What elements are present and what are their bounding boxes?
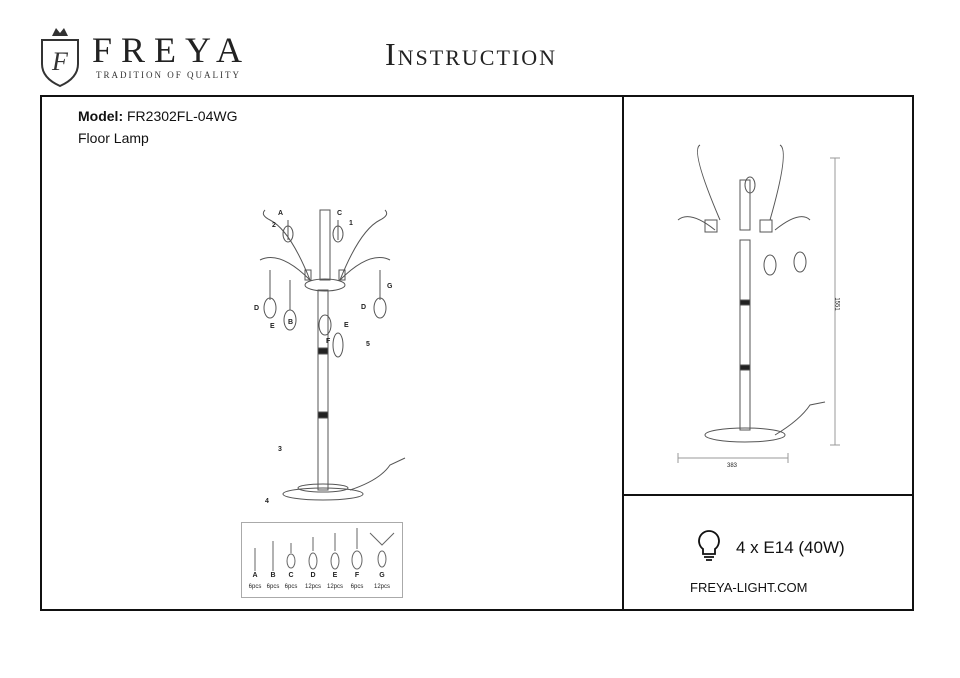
part-id: G <box>379 572 385 579</box>
parts-list: A 6pcs B 6pcs C 6pcs D 12pcs E 12pcs F 6pcs G 12pcs <box>241 522 403 598</box>
diagram-label: 4 <box>265 498 269 505</box>
light-bulb-icon <box>698 530 720 561</box>
model-label: Model: <box>78 108 124 124</box>
diagram-label: D <box>361 304 367 311</box>
part-id: D <box>310 572 316 579</box>
height-dimension: 1551 <box>833 297 840 311</box>
bulb-spec: 4 x E14 (40W) <box>736 538 845 557</box>
brand-name: FREYA <box>92 30 252 70</box>
freya-shield-logo: F <box>41 28 79 88</box>
diagram-label: 2 <box>272 222 276 229</box>
part-id: F <box>354 572 360 579</box>
part-id: B <box>270 572 276 579</box>
page-title: Instruction <box>385 36 557 72</box>
width-dimension: 383 <box>727 463 738 469</box>
part-id: A <box>252 572 258 579</box>
part-quantity: 12pcs <box>326 584 343 590</box>
part-quantity: 12pcs <box>373 584 390 590</box>
brand-tagline: TRADITION OF QUALITY <box>96 70 241 80</box>
diagram-label: 5 <box>366 341 370 348</box>
diagram-label: D <box>254 305 260 312</box>
divider <box>622 95 624 609</box>
product-type: Floor Lamp <box>78 130 149 146</box>
part-quantity: 6pcs <box>266 584 280 590</box>
diagram-label: 3 <box>278 446 282 453</box>
diagram-label: G <box>387 283 393 290</box>
svg-text:F: F <box>51 47 69 76</box>
crystal-parts-drawing <box>254 528 395 571</box>
diagram-label: E <box>270 323 275 330</box>
part-quantity: 6pcs <box>284 584 298 590</box>
diagram-label: A <box>278 210 284 217</box>
document-frame <box>40 95 914 611</box>
part-id: E <box>332 572 338 579</box>
diagram-label: E <box>344 322 349 329</box>
model-number: FR2302FL-04WG <box>127 108 238 124</box>
model-line: Model: FR2302FL-04WG <box>78 108 237 124</box>
lamp-dimensions-drawing <box>677 144 840 463</box>
divider <box>622 494 912 496</box>
lamp-assembly-drawing <box>259 209 406 501</box>
part-id: C <box>288 572 294 579</box>
part-quantity: 12pcs <box>304 584 321 590</box>
diagram-label: B <box>288 319 294 326</box>
part-quantity: 6pcs <box>350 584 364 590</box>
diagram-label: F <box>326 338 331 345</box>
diagram-label: 1 <box>349 220 353 227</box>
part-quantity: 6pcs <box>248 584 262 590</box>
diagram-label: C <box>337 210 343 217</box>
website: FREYA-LIGHT.COM <box>690 580 808 595</box>
